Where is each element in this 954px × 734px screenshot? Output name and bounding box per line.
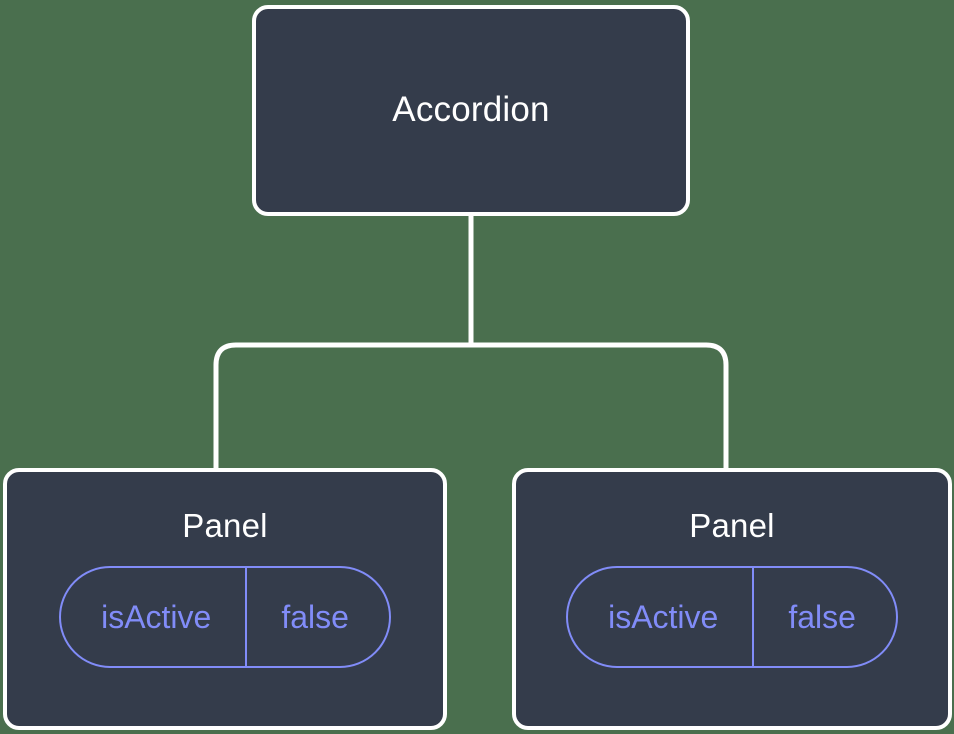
prop-value-isactive-1: false bbox=[245, 568, 389, 667]
node-accordion[interactable]: Accordion bbox=[252, 5, 690, 216]
node-panel-2-label: Panel bbox=[689, 507, 775, 544]
prop-value-isactive-2: false bbox=[752, 568, 896, 667]
prop-key-isactive-1: isActive bbox=[101, 599, 212, 636]
node-accordion-label: Accordion bbox=[392, 90, 550, 130]
prop-badge-isactive-2[interactable]: isActive false bbox=[566, 566, 898, 669]
node-panel-1-label: Panel bbox=[182, 507, 268, 544]
edge-branch-right bbox=[471, 342, 729, 472]
prop-badge-isactive-1[interactable]: isActive false bbox=[59, 566, 391, 669]
node-panel-1[interactable]: Panel isActive false bbox=[3, 468, 447, 730]
node-panel-2[interactable]: Panel isActive false bbox=[512, 468, 952, 730]
edge-branch-left bbox=[213, 342, 471, 472]
prop-key-isactive-2: isActive bbox=[608, 599, 719, 636]
